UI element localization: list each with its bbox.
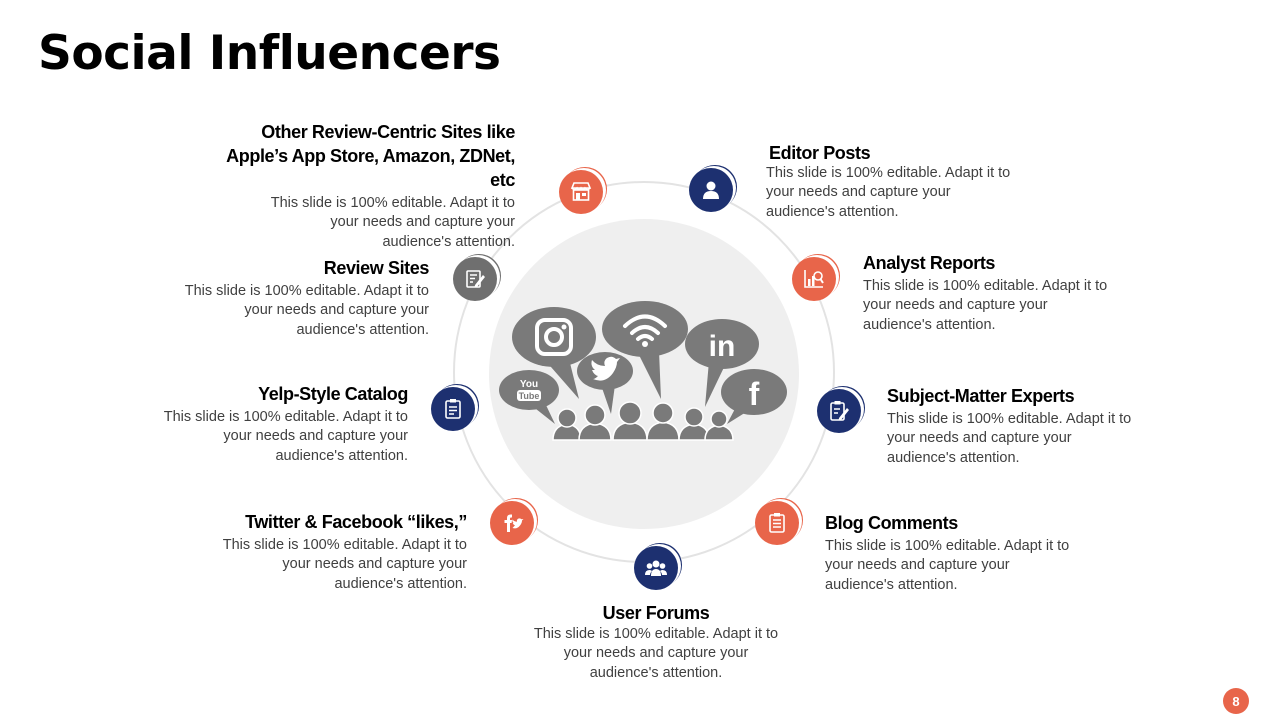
item-heading: User Forums <box>602 603 710 623</box>
youtube-text-bottom: Tube <box>519 391 540 401</box>
item-yelp-style-catalog: Yelp-Style Catalog This slide is 100% ed… <box>158 382 409 466</box>
item-heading: Subject-Matter Experts <box>887 386 1075 406</box>
item-analyst-reports: Analyst Reports This slide is 100% edita… <box>863 251 1113 335</box>
youtube-icon: You Tube <box>499 370 559 424</box>
item-heading: Blog Comments <box>825 513 958 533</box>
item-heading: Twitter & Facebook “likes,” <box>245 512 467 532</box>
item-twitter-facebook-likes: Twitter & Facebook “likes,” This slide i… <box>217 510 468 594</box>
instagram-icon <box>512 307 596 399</box>
clipboard-pen-icon <box>830 401 849 421</box>
item-heading: Other Review-Centric Sites like Apple’s … <box>226 122 515 190</box>
social-media-illustration: in You Tube f <box>499 301 787 441</box>
item-body: This slide is 100% editable. Adapt it to… <box>887 411 1132 466</box>
facebook-glyph: f <box>749 376 760 412</box>
people-crowd-icon <box>552 401 734 441</box>
item-body: This slide is 100% editable. Adapt it to… <box>270 195 515 250</box>
person-icon <box>703 181 719 199</box>
item-body: This slide is 100% editable. Adapt it to… <box>163 409 408 464</box>
item-body: This slide is 100% editable. Adapt it to… <box>863 278 1108 333</box>
person-node <box>689 168 733 212</box>
item-other-review-sites: Other Review-Centric Sites like Apple’s … <box>215 120 515 252</box>
item-body: This slide is 100% editable. Adapt it to… <box>825 538 1070 593</box>
chart-analysis-node <box>792 257 836 301</box>
linkedin-glyph: in <box>709 330 736 363</box>
item-heading: Yelp-Style Catalog <box>258 384 408 404</box>
twitter-icon <box>577 352 633 414</box>
clipboard-pen-node <box>817 389 861 433</box>
facebook-twitter-node <box>490 501 534 545</box>
review-edit-icon <box>466 270 485 288</box>
users-group-node <box>634 546 678 590</box>
users-group-icon <box>645 560 667 576</box>
store-icon <box>570 182 592 201</box>
item-heading: Review Sites <box>323 258 430 278</box>
item-body: This slide is 100% editable. Adapt it to… <box>533 626 779 681</box>
item-subject-matter-experts: Subject-Matter Experts This slide is 100… <box>887 384 1137 468</box>
store-node <box>559 170 603 214</box>
page-title: Social Influencers <box>38 26 501 81</box>
item-body: This slide is 100% editable. Adapt it to… <box>222 537 467 592</box>
clipboard-list-node <box>755 501 799 545</box>
facebook-twitter-icon <box>504 514 524 532</box>
item-review-sites: Review Sites This slide is 100% editable… <box>179 256 430 340</box>
page-number-badge: 8 <box>1223 688 1249 714</box>
facebook-icon: f <box>721 369 787 424</box>
wifi-icon <box>602 301 688 399</box>
clipboard-icon <box>445 399 461 419</box>
youtube-text-top: You <box>520 379 538 390</box>
item-body: This slide is 100% editable. Adapt it to… <box>766 165 1011 220</box>
item-body: This slide is 100% editable. Adapt it to… <box>184 283 429 338</box>
item-heading: Editor Posts <box>769 143 871 163</box>
chart-analysis-icon <box>804 270 824 288</box>
item-editor-posts: Editor Posts This slide is 100% editable… <box>766 141 1016 222</box>
item-heading: Analyst Reports <box>863 253 996 273</box>
review-edit-node <box>453 257 497 301</box>
clipboard-node <box>431 387 475 431</box>
linkedin-icon: in <box>685 319 759 407</box>
item-blog-comments: Blog Comments This slide is 100% editabl… <box>825 511 1075 595</box>
item-user-forums: User Forums This slide is 100% editable.… <box>530 601 782 683</box>
clipboard-list-icon <box>769 513 785 533</box>
